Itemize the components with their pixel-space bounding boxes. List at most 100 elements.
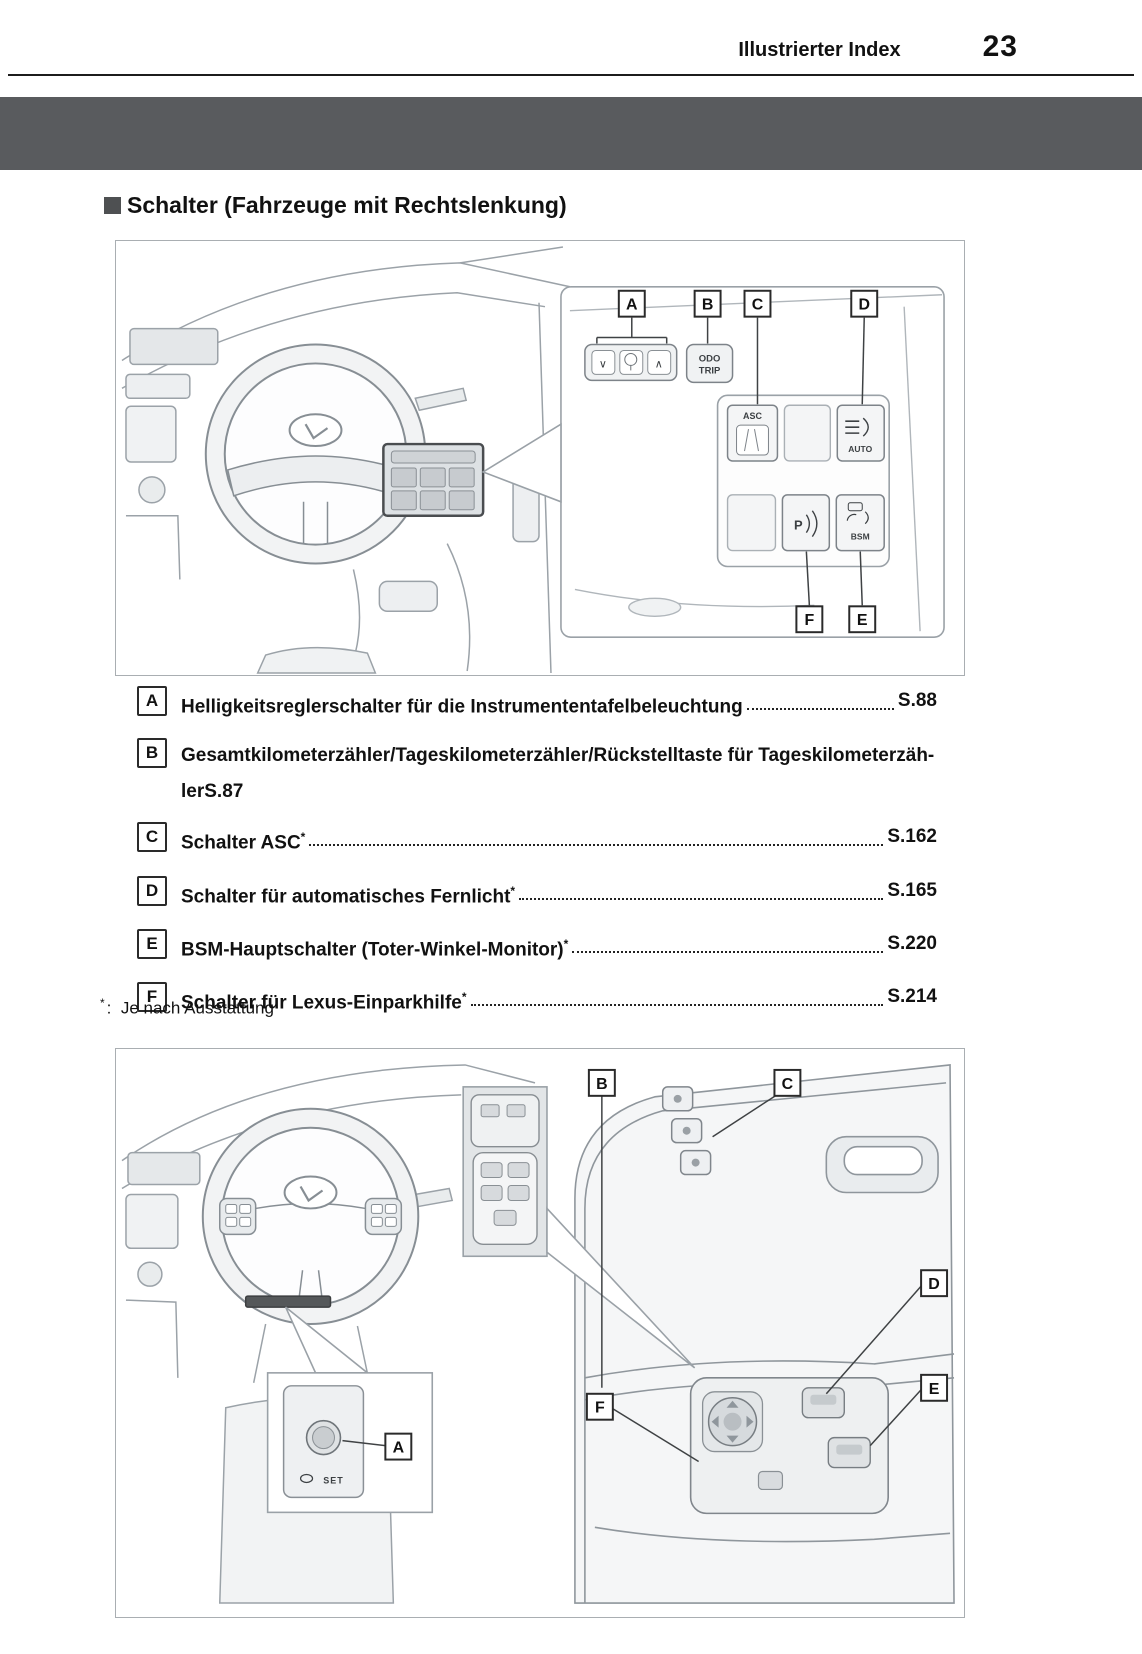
svg-text:A: A: [393, 1440, 405, 1457]
tire-icon: [299, 1473, 314, 1484]
figure1-label-c: C: [743, 289, 772, 318]
dot-leader: [470, 982, 884, 1007]
svg-text:P: P: [794, 518, 803, 533]
legend-label: Gesamtkilometerzähler/Tageskilometerzähl…: [181, 745, 935, 767]
figure2-label-b: B: [587, 1068, 616, 1097]
legend-item-f: F Schalter für Lexus-Einparkhilfe* S.214: [137, 982, 937, 1018]
legend-key: A: [137, 686, 167, 716]
figure2-label-c: C: [773, 1068, 802, 1097]
figure2-label-f: F: [585, 1392, 614, 1421]
door-panel: [574, 1064, 955, 1604]
lexus-logo-icon: [299, 1185, 324, 1203]
legend-label: Schalter für Lexus-Einparkhilfe: [181, 992, 462, 1014]
figure2-label-d: D: [920, 1269, 949, 1298]
chevron-up-icon: ∧: [655, 358, 663, 370]
sonar-waves-icon: [805, 510, 818, 538]
figure2-label-e: E: [920, 1373, 949, 1402]
legend-key: F: [137, 982, 167, 1013]
section-title: Schalter (Fahrzeuge mit Rechtslenkung): [104, 192, 567, 219]
dot-leader: [746, 686, 894, 710]
svg-text:D: D: [858, 297, 870, 314]
legend-label: Helligkeitsreglerschalter für die Instru…: [181, 696, 743, 718]
page-reference: S.220: [887, 932, 937, 954]
legend-key: E: [137, 928, 167, 959]
svg-text:SET: SET: [323, 1475, 343, 1485]
legend-item-d: D Schalter für automatisches Fernlicht* …: [137, 875, 937, 912]
svg-text:F: F: [595, 1400, 605, 1417]
svg-text:ASC: ASC: [743, 411, 762, 421]
blank-switch: [726, 494, 777, 552]
footnote: *: Je nach Ausstattung: [100, 996, 274, 1019]
parking-assist-switch: P: [781, 494, 831, 552]
figure1-label-e: E: [848, 605, 877, 634]
lower-panel-highlight: [244, 1295, 332, 1308]
headlight-beams-icon: [845, 420, 860, 434]
svg-text:AUTO: AUTO: [848, 444, 872, 454]
legend-item-e: E BSM-Hauptschalter (Toter-Winkel-Monito…: [137, 928, 937, 965]
dot-leader: [519, 876, 884, 900]
svg-text:E: E: [857, 612, 868, 629]
legend-label: BSM-Hauptschalter (Toter-Winkel-Monitor): [181, 939, 564, 961]
svg-text:C: C: [752, 297, 764, 314]
svg-text:BSM: BSM: [851, 532, 870, 542]
auto-headlight-switch: AUTO: [836, 404, 885, 462]
callout-pointer: [481, 422, 562, 503]
brightness-switch: ∨ ∧: [584, 343, 678, 382]
legend-label: Schalter für automatisches Fernlicht: [181, 885, 511, 907]
callout-leader-lines: [596, 317, 865, 606]
dash-switch-panel-highlight: [382, 442, 485, 517]
dashboard-line-art: [121, 246, 571, 674]
seat-memory-buttons: [661, 1086, 712, 1176]
dot-leader: [309, 822, 884, 847]
callout-context-lines: [569, 294, 943, 632]
header-rule: [8, 74, 1134, 76]
footnote-star: *: [100, 996, 105, 1010]
svg-text:ODO: ODO: [699, 353, 721, 364]
chevron-down-icon: ∨: [599, 358, 607, 370]
asc-switch: ASC: [726, 404, 779, 462]
odo-trip-switch: ODO TRIP: [685, 343, 734, 384]
legend-key: D: [137, 875, 167, 906]
car-icon: [847, 502, 863, 512]
legend: A Helligkeitsreglerschalter für die Inst…: [137, 686, 937, 1036]
svg-text:A: A: [626, 297, 638, 314]
window-lock-switch: [757, 1470, 784, 1491]
svg-text:B: B: [596, 1076, 608, 1093]
page-reference: S.162: [887, 826, 937, 848]
legend-key: B: [137, 738, 167, 769]
figure-dashboard-switches: ∨ ∧ ODO TRIP ASC: [115, 240, 965, 676]
lexus-logo-icon: [304, 423, 329, 440]
window-switch-zoom-panel: [462, 1086, 548, 1258]
figure1-label-f: F: [795, 605, 824, 634]
window-switch-cluster: [689, 1377, 889, 1515]
callout-pointer: [546, 1206, 696, 1369]
steering-wheel: [201, 1107, 420, 1326]
figure-door-switches: SET: [115, 1048, 965, 1618]
dot-leader: [572, 929, 884, 953]
page-reference: S.214: [887, 986, 937, 1008]
blank-switch: [783, 404, 832, 462]
svg-text:D: D: [928, 1276, 940, 1293]
svg-text:C: C: [782, 1076, 794, 1093]
svg-text:B: B: [702, 297, 714, 314]
figure2-label-a: A: [384, 1432, 413, 1461]
header-title: Illustrierter Index: [738, 39, 901, 61]
blind-spot-waves-icon: [846, 511, 869, 525]
figure1-illustration: ∨ ∧ ODO TRIP ASC: [121, 246, 945, 674]
svg-text:TRIP: TRIP: [699, 365, 721, 376]
door-handle-icon: [843, 1145, 923, 1176]
bsm-switch: BSM: [835, 494, 885, 552]
callout-set-switch: SET: [266, 1372, 434, 1514]
svg-text:F: F: [804, 612, 814, 629]
figure1-label-d: D: [850, 289, 879, 318]
page-reference: S.88: [897, 690, 937, 711]
legend-label: Schalter ASC: [181, 832, 301, 854]
section-title-text: Schalter (Fahrzeuge mit Rechtslenkung): [127, 192, 567, 218]
legend-item-a: A Helligkeitsreglerschalter für die Inst…: [137, 686, 937, 722]
figure1-label-a: A: [617, 289, 646, 318]
legend-key: C: [137, 822, 167, 853]
page-reference: S.87: [204, 781, 244, 803]
page-number: 23: [982, 30, 1018, 63]
square-bullet-icon: [104, 197, 121, 214]
